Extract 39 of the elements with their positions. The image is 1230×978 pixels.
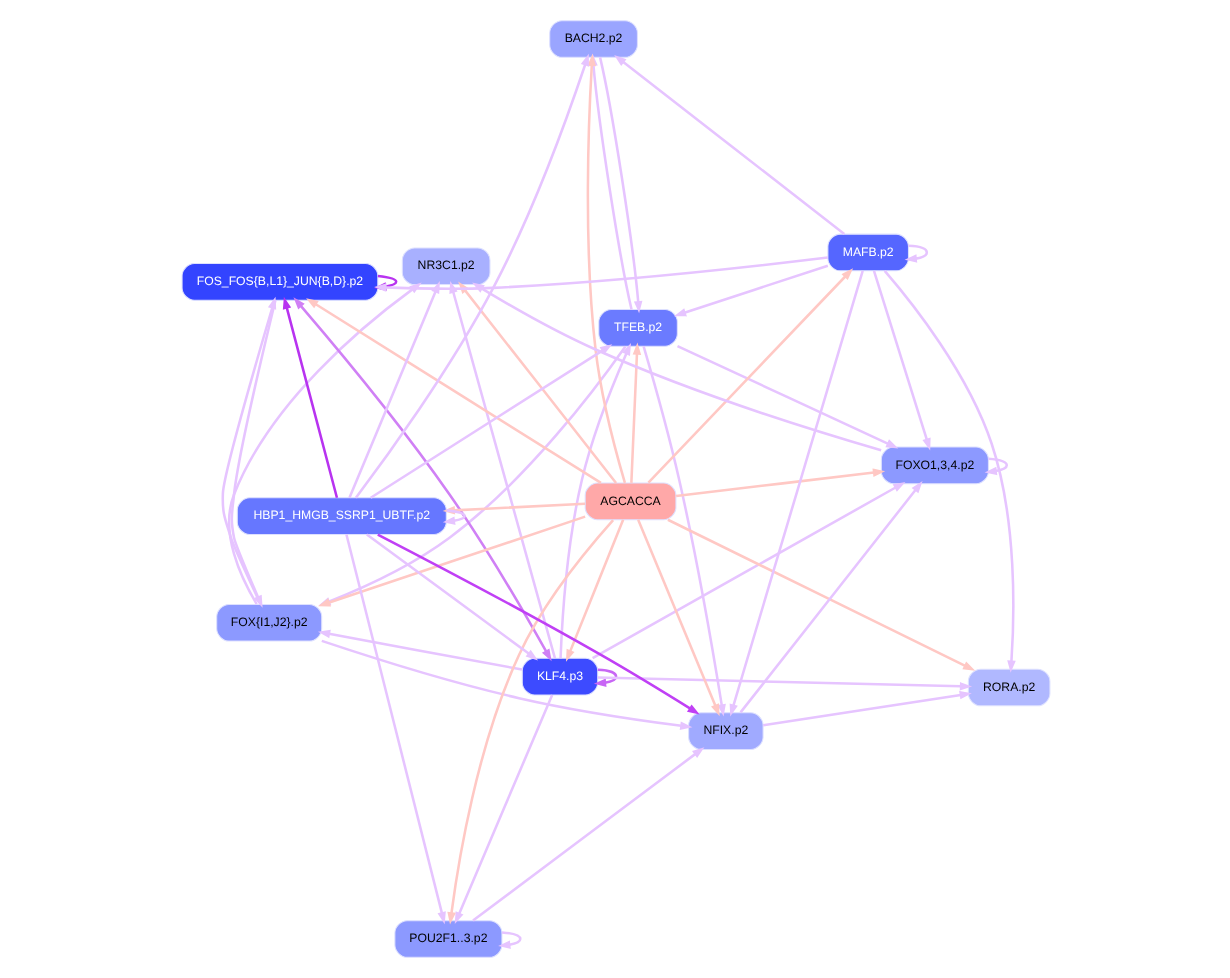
arrow <box>728 270 863 717</box>
arrow <box>229 299 276 608</box>
arrow <box>596 676 972 691</box>
arrow <box>292 297 551 662</box>
arrow <box>762 690 971 727</box>
arrow <box>446 519 614 925</box>
arrow <box>592 668 617 687</box>
arrow <box>453 694 553 925</box>
arrow <box>629 342 641 483</box>
arrow <box>666 518 975 671</box>
arrow <box>497 931 521 949</box>
arrow <box>641 346 725 717</box>
arrow <box>613 55 845 235</box>
arrow <box>675 345 898 449</box>
arrow <box>672 264 828 317</box>
arrow <box>376 533 699 715</box>
arrow <box>597 57 642 314</box>
arrow <box>441 509 465 525</box>
arrow <box>738 481 922 714</box>
arrow <box>305 298 601 484</box>
arrow <box>471 747 704 922</box>
arrow <box>565 519 624 662</box>
arrow <box>983 457 1008 476</box>
arrow <box>320 639 692 730</box>
arrow <box>369 344 612 499</box>
arrow <box>353 53 588 499</box>
arrow <box>636 519 719 717</box>
arrow <box>316 629 522 671</box>
arrow <box>591 481 905 660</box>
arrow <box>365 533 538 661</box>
arrow <box>674 468 885 498</box>
arrow <box>871 270 930 451</box>
arrow <box>882 270 1015 673</box>
arrow <box>344 534 445 925</box>
arrow <box>281 296 338 499</box>
arrow <box>471 282 881 452</box>
arrow <box>558 343 630 659</box>
arrow <box>646 268 853 484</box>
arrow <box>903 244 928 263</box>
